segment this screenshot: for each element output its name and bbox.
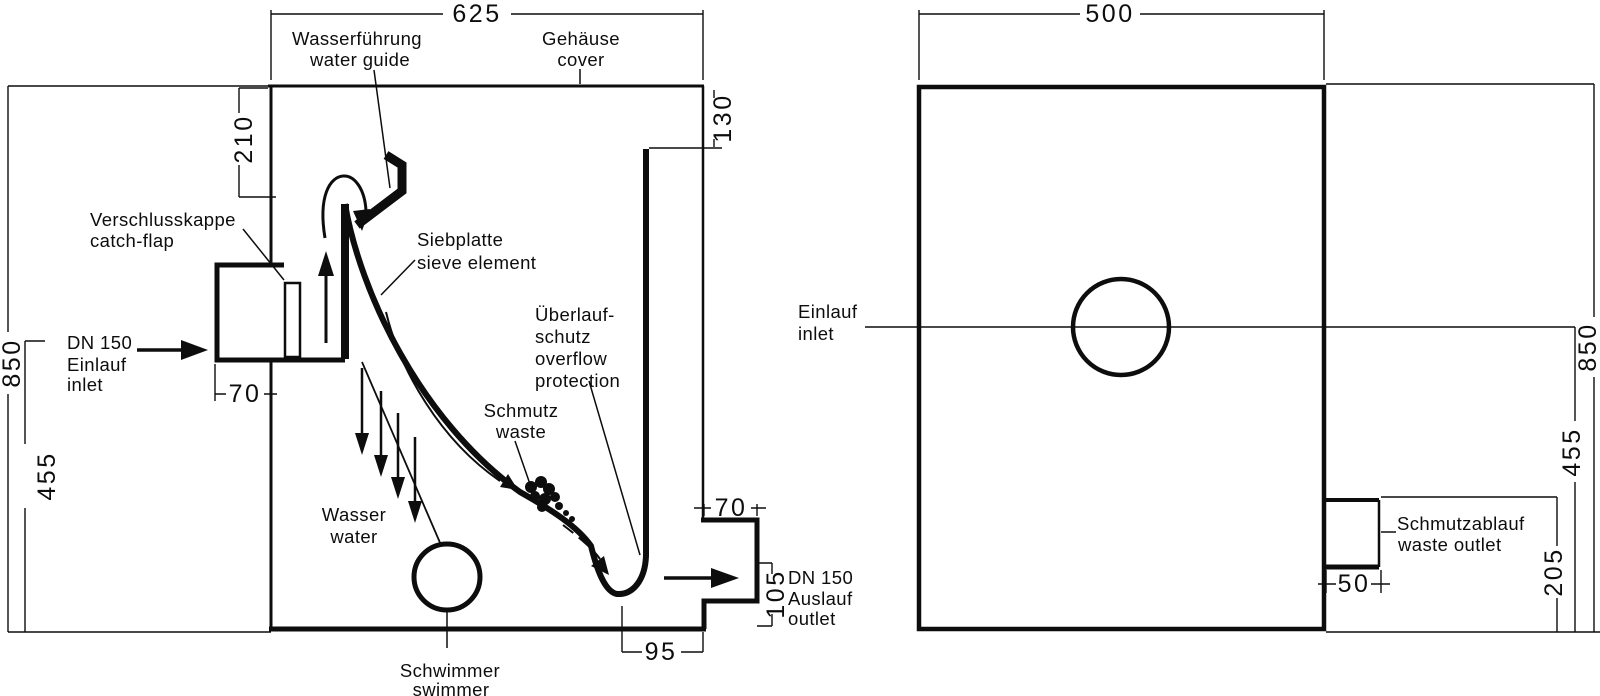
dim-water-level: 455 (33, 451, 61, 500)
outlet-flow-arrow (664, 568, 739, 588)
catch-flap-plate (283, 281, 302, 359)
float-rod (361, 361, 442, 546)
label-swimmer-en: swimmer (413, 679, 490, 696)
front-view: 500 850 455 205 50 Einlauf inlet Schmutz… (798, 0, 1600, 633)
label-waste-outlet-en: waste outlet (1397, 534, 1502, 555)
label-overflow-de2: schutz (535, 326, 591, 347)
label-inlet-size: DN 150 (67, 332, 132, 353)
label-sieve-en: sieve element (417, 252, 536, 273)
front-view-structure (865, 84, 1575, 632)
label-water-de: Wasser (322, 504, 386, 525)
waste-particles (525, 476, 575, 522)
dim-outlet-width: 70 (715, 494, 748, 522)
label-swimmer-de: Schwimmer (400, 660, 500, 681)
water-drop-arrows (355, 368, 422, 523)
dim-front-inlet-height: 455 (1558, 427, 1586, 476)
label-sieve-de: Siebplatte (417, 229, 503, 250)
label-catch-flap-de: Verschlusskappe (90, 209, 236, 230)
dim-front-outlet-width: 50 (1338, 570, 1371, 598)
dim-guide-height: 210 (230, 114, 258, 163)
trough-flow-arrow (562, 524, 609, 575)
label-waste-de: Schmutz (484, 400, 559, 421)
label-cover-en: cover (557, 49, 604, 70)
dim-front-outlet-height: 205 (1540, 547, 1568, 596)
dim-front-width: 500 (1085, 0, 1134, 28)
water-guide-plate (354, 151, 407, 229)
label-water-guide-de: Wasserführung (292, 28, 422, 49)
inlet-flow-arrow (137, 340, 208, 360)
outlet-stub (701, 517, 760, 629)
dim-overflow-depth: 130 (709, 93, 737, 142)
label-overflow-de1: Überlauf- (535, 304, 615, 325)
label-outlet-size: DN 150 (788, 567, 853, 588)
side-view-structure (214, 84, 760, 632)
label-waste-outlet-de: Schmutzablauf (1397, 513, 1525, 534)
dim-front-height: 850 (1574, 322, 1600, 371)
dim-inlet-width: 70 (229, 380, 262, 408)
side-view-arrows (137, 174, 739, 588)
leader-lines (242, 69, 641, 648)
label-water-en: water (329, 526, 377, 547)
label-cover-de: Gehäuse (542, 28, 620, 49)
front-dimension-lines (918, 10, 1600, 633)
front-housing-outline (916, 84, 1327, 632)
swimmer-float (411, 541, 483, 613)
up-flow-arrow (318, 251, 334, 343)
sieve-plate-and-overflow-pipe (342, 149, 649, 597)
label-outlet-en: outlet (788, 608, 836, 629)
label-waste-en: waste (495, 421, 546, 442)
side-view: 625 210 130 850 455 70 70 105 95 Wasserf… (0, 0, 853, 696)
label-catch-flap-en: catch-flap (90, 230, 174, 251)
label-water-guide-en: water guide (309, 49, 410, 70)
label-inlet-de: Einlauf (67, 354, 127, 375)
label-overflow-en2: protection (535, 370, 620, 391)
dim-housing-height: 850 (0, 338, 26, 387)
dim-outlet-height: 105 (762, 569, 790, 618)
label-front-inlet-en: inlet (798, 323, 834, 344)
label-overflow-en1: overflow (535, 348, 607, 369)
crest-turn-arrow (321, 174, 370, 239)
sieve-flow-arrow (385, 311, 518, 490)
inlet-box (214, 262, 345, 363)
side-dimension-lines (7, 10, 773, 653)
dim-trough-offset: 95 (645, 638, 678, 666)
dim-top-width: 625 (452, 0, 501, 28)
label-front-inlet-de: Einlauf (798, 301, 858, 322)
label-outlet-de: Auslauf (788, 588, 853, 609)
label-inlet-en: inlet (67, 374, 103, 395)
